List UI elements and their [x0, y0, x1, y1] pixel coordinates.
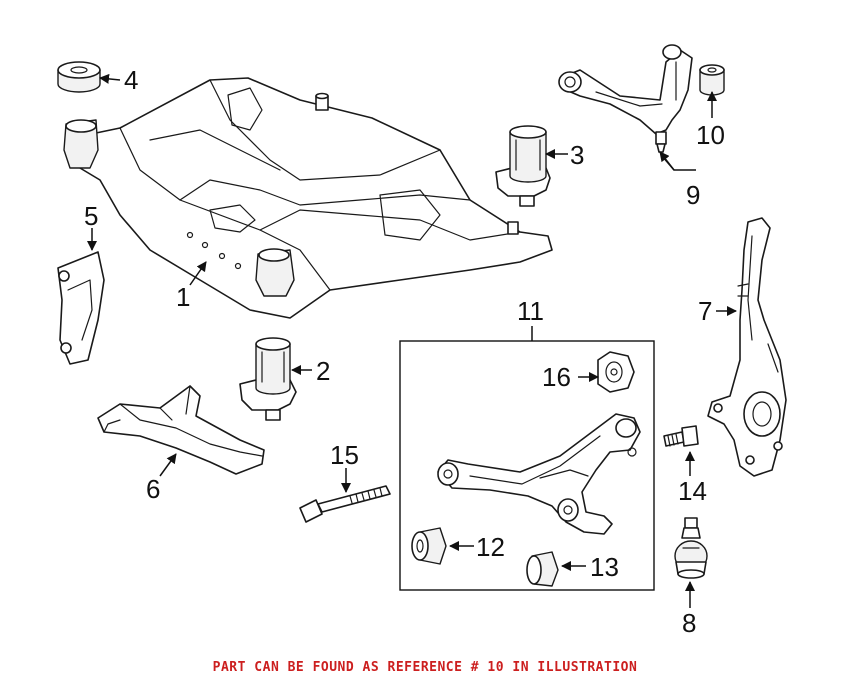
upper-control-arm-part[interactable] [558, 44, 693, 153]
callout-8: 8 [682, 608, 696, 638]
reinforcement-plate-part[interactable] [97, 385, 265, 475]
bracket-part[interactable] [57, 251, 105, 365]
callout-1: 1 [176, 282, 190, 312]
mount-bracket-part[interactable] [597, 351, 635, 393]
bushing-washer-part[interactable] [57, 61, 101, 93]
callout-13: 13 [590, 552, 619, 582]
lower-arm-bushing-part[interactable] [411, 527, 447, 565]
steering-knuckle-part[interactable] [707, 217, 787, 477]
ball-joint-part[interactable] [674, 517, 708, 579]
knuckle-bolt-part[interactable] [663, 425, 699, 447]
long-bolt-part[interactable] [299, 485, 391, 523]
callout-16: 16 [542, 362, 571, 392]
callout-6: 6 [146, 474, 160, 504]
callout-5: 5 [84, 201, 98, 231]
callout-3: 3 [570, 140, 584, 170]
subframe-part[interactable] [63, 77, 553, 319]
callout-12: 12 [476, 532, 505, 562]
bushing-sleeve-part[interactable] [526, 551, 559, 587]
footer-note: PART CAN BE FOUND AS REFERENCE # 10 IN I… [212, 660, 638, 675]
callout-9: 9 [686, 180, 700, 210]
callout-15: 15 [330, 440, 359, 470]
lower-control-arm-part[interactable] [437, 413, 641, 535]
subframe-mount-part[interactable] [495, 125, 551, 207]
callout-2: 2 [316, 356, 330, 386]
callout-10: 10 [696, 120, 725, 150]
callout-numbers: 1 2 3 4 5 6 7 8 9 10 11 12 13 14 15 16 [84, 65, 725, 638]
assembly-box [399, 340, 655, 591]
callout-7: 7 [698, 296, 712, 326]
leader-lines [87, 73, 737, 608]
upper-arm-bushing-part[interactable] [699, 64, 725, 96]
callout-11: 11 [517, 296, 544, 326]
subframe-mount-lower-part[interactable] [239, 337, 297, 421]
callout-14: 14 [678, 476, 707, 506]
callout-4: 4 [124, 65, 138, 95]
